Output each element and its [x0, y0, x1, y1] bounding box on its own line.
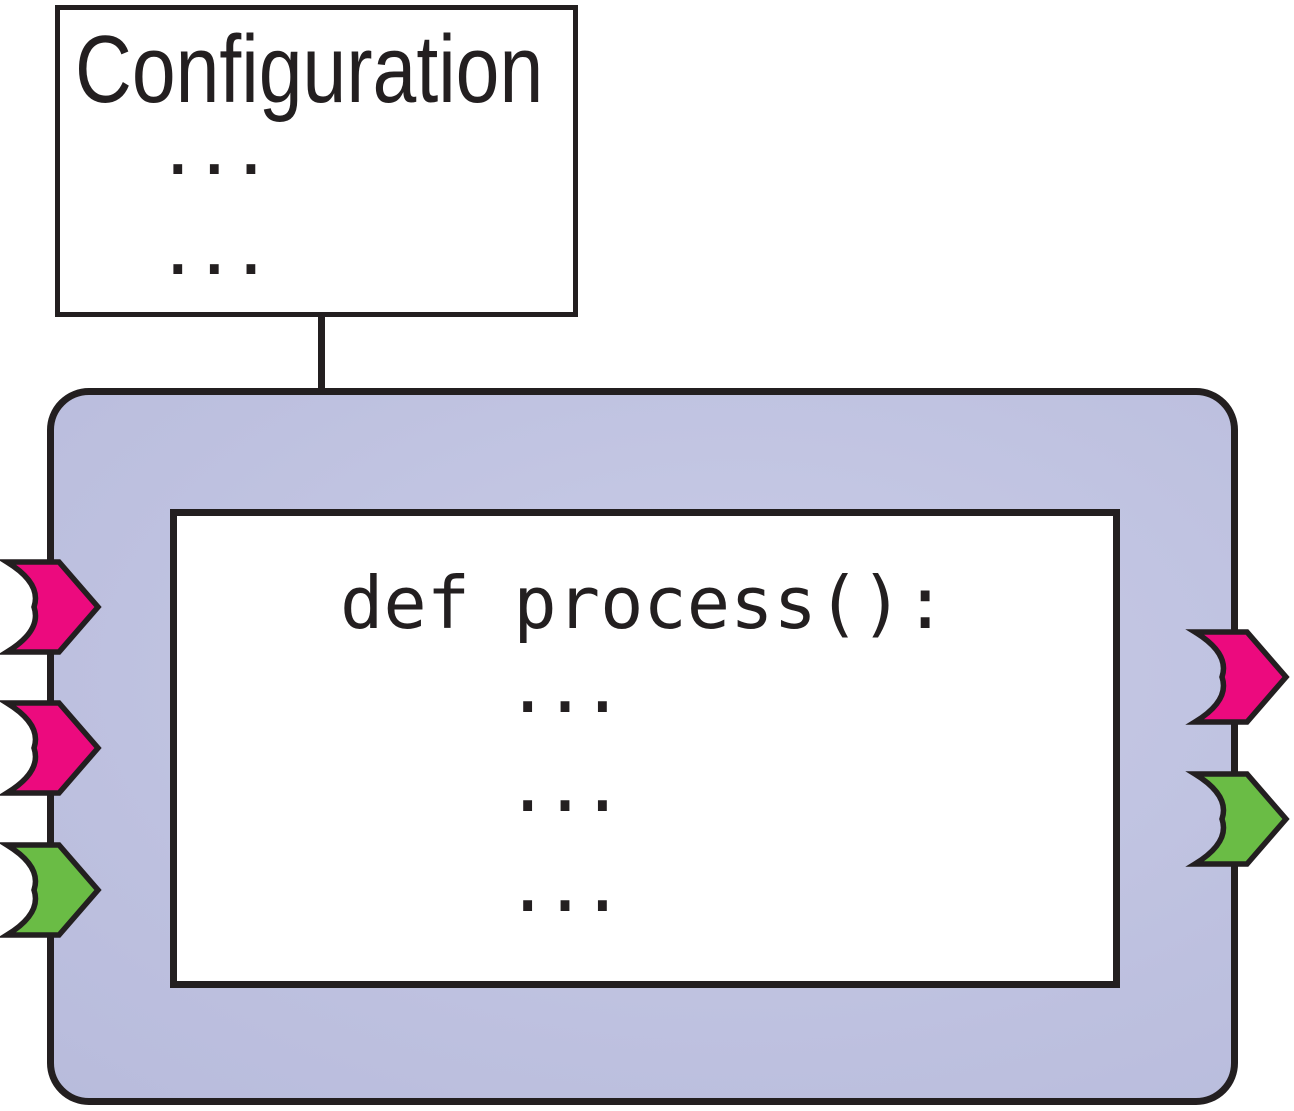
- code-box: def process(): ... ... ...: [170, 509, 1120, 988]
- input-port-arrow-icon-3: [0, 842, 102, 938]
- code-def-line: def process():: [340, 561, 947, 645]
- connector-line: [318, 315, 325, 392]
- input-port-arrow-icon-2: [0, 700, 102, 796]
- output-port-arrow-icon-2: [1185, 771, 1290, 867]
- code-ellipsis-line-1: ...: [506, 645, 624, 729]
- configuration-box: Configuration ... ...: [55, 5, 578, 317]
- output-port-arrow-icon-1: [1185, 629, 1290, 725]
- configuration-title: Configuration: [75, 16, 544, 123]
- code-ellipsis-line-2: ...: [506, 744, 624, 828]
- input-port-arrow-icon-1: [0, 559, 102, 655]
- configuration-ellipsis-line-1: ...: [165, 92, 275, 194]
- configuration-ellipsis-line-2: ...: [165, 192, 275, 294]
- code-ellipsis-line-3: ...: [506, 844, 624, 928]
